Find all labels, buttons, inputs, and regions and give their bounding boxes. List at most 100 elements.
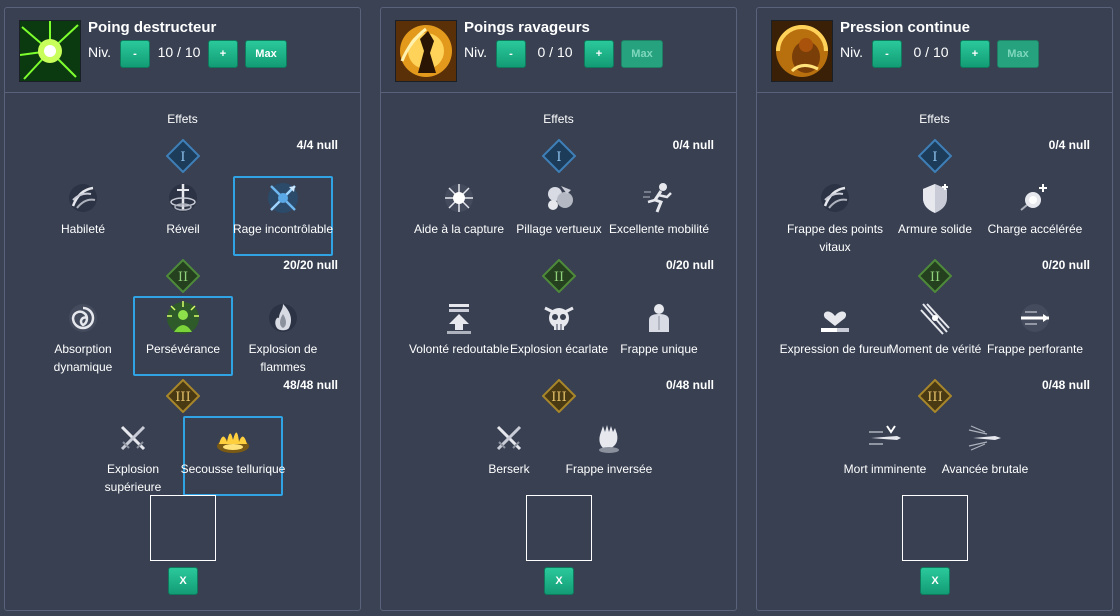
effect-option-label: Explosion écarlate xyxy=(509,342,609,356)
sword-swirl-icon xyxy=(165,180,201,216)
tier-points-counter: 48/48 null xyxy=(283,378,338,392)
shield-icon xyxy=(917,180,953,216)
tier-points-counter: 0/48 null xyxy=(1041,378,1090,392)
svg-text:I: I xyxy=(556,150,561,165)
effect-option[interactable]: Charge accélérée xyxy=(985,176,1085,256)
level-label: Niv. xyxy=(840,44,864,60)
effect-option[interactable]: Moment de vérité xyxy=(885,296,985,376)
gem-slot[interactable] xyxy=(150,495,216,561)
effect-option[interactable]: Pillage vertueux xyxy=(509,176,609,256)
effect-option[interactable]: Avancée brutale xyxy=(935,416,1035,496)
tier-i-badge: I xyxy=(918,139,952,173)
effect-option[interactable]: Armure solide xyxy=(885,176,985,256)
loot-icon xyxy=(541,180,577,216)
svg-text:III: III xyxy=(927,390,942,405)
effect-option-label: Frappe des points vitaux xyxy=(786,222,884,254)
tier-points-counter: 0/4 null xyxy=(1048,138,1090,152)
effect-option-label: Explosion supérieure xyxy=(104,462,162,494)
level-max-button[interactable]: Max xyxy=(621,40,663,68)
effect-option[interactable]: Explosion de flammes xyxy=(233,296,333,376)
svg-text:I: I xyxy=(180,150,185,165)
crossed-swords-icon xyxy=(491,420,527,456)
effect-option-label: Berserk xyxy=(488,462,530,476)
tier-points-counter: 0/48 null xyxy=(665,378,714,392)
flame-icon xyxy=(265,300,301,336)
level-decrease-button[interactable]: - xyxy=(496,40,526,68)
effect-option-label: Pillage vertueux xyxy=(516,222,602,236)
orb-plus-icon xyxy=(1017,180,1053,216)
effect-option[interactable]: Frappe des points vitaux xyxy=(785,176,885,256)
clear-button[interactable]: X xyxy=(168,567,198,595)
glowing-figure-icon xyxy=(165,300,201,336)
effect-option[interactable]: Frappe unique xyxy=(609,296,709,376)
effect-option[interactable]: Rage incontrôlable xyxy=(233,176,333,256)
runner-icon xyxy=(641,180,677,216)
claw-icon xyxy=(817,180,853,216)
skill-name: Poings ravageurs xyxy=(464,19,590,36)
effect-option[interactable]: Mort imminente xyxy=(835,416,935,496)
effect-option[interactable]: Réveil xyxy=(133,176,233,256)
effect-option[interactable]: Habileté xyxy=(33,176,133,256)
effect-option[interactable]: Explosion supérieure xyxy=(83,416,183,496)
svg-text:II: II xyxy=(178,270,188,285)
effect-option-label: Excellente mobilité xyxy=(608,222,710,236)
sun-burst-icon xyxy=(441,180,477,216)
tier-iii-badge: III xyxy=(918,379,952,413)
effect-option-label: Aide à la capture xyxy=(413,222,505,236)
effect-option[interactable]: Frappe inversée xyxy=(559,416,659,496)
down-arrow-icon xyxy=(441,300,477,336)
tier-points-counter: 0/4 null xyxy=(672,138,714,152)
svg-text:I: I xyxy=(932,150,937,165)
level-max-button[interactable]: Max xyxy=(997,40,1039,68)
earth-quake-icon xyxy=(215,420,251,456)
level-increase-button[interactable]: + xyxy=(960,40,990,68)
speed-blade-icon xyxy=(967,420,1003,456)
effect-option[interactable]: Berserk xyxy=(459,416,559,496)
gem-slot[interactable] xyxy=(902,495,968,561)
fist-icon xyxy=(591,420,627,456)
effect-option[interactable]: Frappe perforante xyxy=(985,296,1085,376)
level-increase-button[interactable]: + xyxy=(584,40,614,68)
effect-option[interactable]: Secousse tellurique xyxy=(181,416,285,496)
crossed-arrows-icon xyxy=(265,180,301,216)
effect-option-label: Secousse tellurique xyxy=(180,462,286,476)
effect-option-label: Frappe unique xyxy=(620,342,698,356)
tier-i-badge: I xyxy=(542,139,576,173)
effect-option-label: Réveil xyxy=(166,222,200,236)
effect-option-label: Rage incontrôlable xyxy=(232,222,334,236)
effect-option[interactable]: Absorption dynamique xyxy=(33,296,133,376)
effect-option[interactable]: Persévérance xyxy=(133,296,233,376)
effect-option[interactable]: Expression de fureur xyxy=(780,296,890,376)
gem-slot[interactable] xyxy=(526,495,592,561)
tier-ii-badge: II xyxy=(918,259,952,293)
effect-option-label: Armure solide xyxy=(897,222,973,236)
effect-option[interactable]: Explosion écarlate xyxy=(509,296,609,376)
effect-option[interactable]: Excellente mobilité xyxy=(609,176,709,256)
effects-label: Effets xyxy=(919,112,950,126)
pierce-icon xyxy=(1017,300,1053,336)
tier-points-counter: 0/20 null xyxy=(1041,258,1090,272)
level-value: 0 / 10 xyxy=(537,44,573,60)
svg-text:III: III xyxy=(175,390,190,405)
skill-portrait-icon xyxy=(771,20,833,82)
effects-label: Effets xyxy=(543,112,574,126)
effect-option-label: Expression de fureur xyxy=(779,342,891,356)
skull-icon xyxy=(541,300,577,336)
level-increase-button[interactable]: + xyxy=(208,40,238,68)
level-decrease-button[interactable]: - xyxy=(872,40,902,68)
clear-button[interactable]: X xyxy=(920,567,950,595)
tier-i-badge: I xyxy=(166,139,200,173)
effect-option-label: Explosion de flammes xyxy=(248,342,318,374)
tier-ii-badge: II xyxy=(542,259,576,293)
effect-option[interactable]: Aide à la capture xyxy=(409,176,509,256)
level-max-button[interactable]: Max xyxy=(245,40,287,68)
level-decrease-button[interactable]: - xyxy=(120,40,150,68)
effect-option[interactable]: Volonté redoutable xyxy=(409,296,509,376)
svg-text:II: II xyxy=(930,270,940,285)
effect-option-label: Habileté xyxy=(60,222,106,236)
tier-points-counter: 20/20 null xyxy=(283,258,338,272)
clear-button[interactable]: X xyxy=(544,567,574,595)
